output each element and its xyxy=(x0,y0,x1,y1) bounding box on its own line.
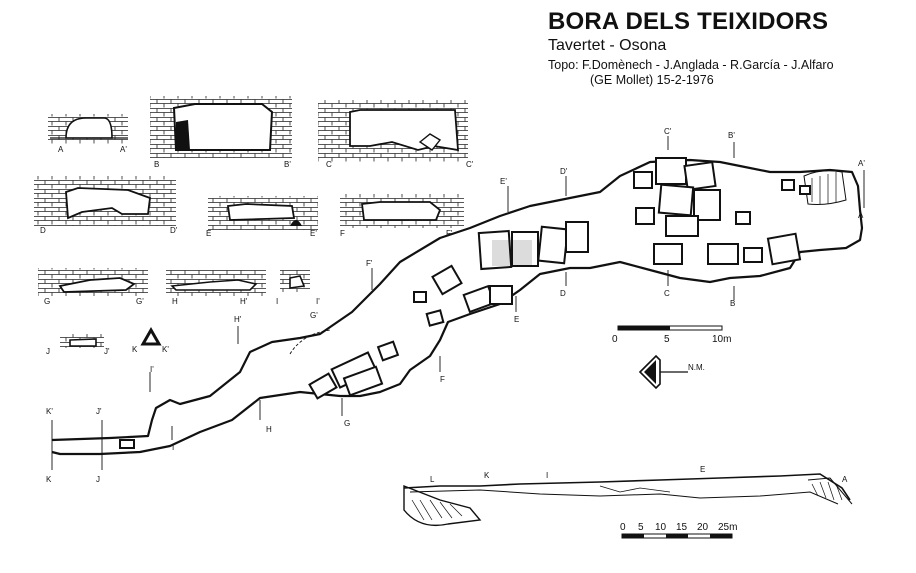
plan-section-lines xyxy=(51,136,865,470)
north-label: N.M. xyxy=(688,363,705,372)
cross-sections: A A' B B' C C' D D' xyxy=(34,96,474,356)
profile-scale-15: 15 xyxy=(676,522,688,533)
profile-e: E xyxy=(700,465,705,474)
plan-j: J xyxy=(96,475,100,484)
plan-g: G xyxy=(344,419,350,428)
plan-h-prime: H' xyxy=(234,315,242,324)
section-e-label: E xyxy=(206,229,211,238)
plan-scale-bar: 0 5 10m xyxy=(612,325,731,345)
section-j-label: J xyxy=(46,347,50,356)
plan-f-prime: F' xyxy=(366,259,373,268)
plan-b-prime: B' xyxy=(728,131,735,140)
cross-section-b: B B' xyxy=(150,96,292,169)
section-c-label: C xyxy=(326,160,332,169)
cross-section-g: G G' xyxy=(38,268,148,306)
map-location: Tavertet - Osona xyxy=(548,37,667,54)
profile-scale-10: 10 xyxy=(655,522,667,533)
plan-b: B xyxy=(730,299,735,308)
profile-scale-0: 0 xyxy=(620,522,626,533)
section-j-prime-label: J' xyxy=(104,347,110,356)
cross-section-k: K K' xyxy=(132,326,169,354)
profile-scale-25m: 25m xyxy=(718,522,737,533)
profile-l: L xyxy=(430,475,435,484)
cross-section-h: H H' xyxy=(166,270,266,306)
plan-f: F xyxy=(440,375,445,384)
plan-e: E xyxy=(514,315,519,324)
cross-section-j: J J' xyxy=(46,334,110,356)
map-title: BORA DELS TEIXIDORS xyxy=(548,8,829,35)
plan-k-prime: K' xyxy=(46,407,53,416)
plan-h: H xyxy=(266,425,272,434)
section-k-label: K xyxy=(132,345,138,354)
section-d-label: D xyxy=(40,226,46,235)
cross-section-a: A A' xyxy=(48,114,128,154)
cross-section-f: F F' xyxy=(340,194,464,238)
section-k-prime-label: K' xyxy=(162,345,169,354)
cross-section-c: C C' xyxy=(318,100,474,169)
section-e-prime-label: E' xyxy=(310,229,317,238)
cross-section-e: E E' xyxy=(206,196,318,238)
section-b-prime-label: B' xyxy=(284,160,291,169)
profile-scale-20: 20 xyxy=(697,522,709,533)
section-a-prime-label: A' xyxy=(120,145,127,154)
section-f-prime-label: F' xyxy=(446,229,453,238)
section-a-label: A xyxy=(58,145,64,154)
section-i-label: I xyxy=(276,297,278,306)
section-h-label: H xyxy=(172,297,178,306)
profile-scale-5: 5 xyxy=(638,522,644,533)
profile-scale-bar: 0 5 10 15 20 25m xyxy=(620,522,737,539)
plan-j-prime: J' xyxy=(96,407,102,416)
profile-view: L K I E A xyxy=(403,465,853,527)
profile-k: K xyxy=(484,471,490,480)
plan-i-prime: I' xyxy=(150,365,154,374)
plan-section-labels: A' A B' B C' C D' D E' E F' F G' G H' H … xyxy=(46,127,865,484)
plan-e-prime: E' xyxy=(500,177,507,186)
cross-section-d: D D' xyxy=(34,176,178,235)
plan-scale-0: 0 xyxy=(612,334,618,345)
section-b-label: B xyxy=(154,160,159,169)
section-i-prime-label: I' xyxy=(316,297,320,306)
cave-outline xyxy=(51,158,864,456)
plan-scale-5: 5 xyxy=(664,334,670,345)
plan-k: K xyxy=(46,475,52,484)
survey-group-date: (GE Mollet) 15-2-1976 xyxy=(590,73,714,87)
title-block: BORA DELS TEIXIDORS Tavertet - Osona Top… xyxy=(548,8,834,88)
section-g-prime-label: G' xyxy=(136,297,144,306)
plan-scale-10m: 10m xyxy=(712,334,731,345)
section-f-label: F xyxy=(340,229,345,238)
plan-a: A xyxy=(858,211,864,220)
plan-c: C xyxy=(664,289,670,298)
profile-a: A xyxy=(842,475,848,484)
section-h-prime-label: H' xyxy=(240,297,248,306)
section-d-prime-label: D' xyxy=(170,226,178,235)
boulders xyxy=(119,157,811,449)
plan-a-prime: A' xyxy=(858,159,865,168)
profile-labels: L K I E A xyxy=(430,465,848,484)
north-arrow: N.M. xyxy=(638,354,705,390)
plan-g-prime: G' xyxy=(310,311,318,320)
plan-c-prime: C' xyxy=(664,127,672,136)
plan-d-prime: D' xyxy=(560,167,568,176)
plan-i: I xyxy=(172,443,174,452)
cross-section-i: I I' xyxy=(276,270,320,306)
plan-d: D xyxy=(560,289,566,298)
cave-plan: A' A B' B C' C D' D E' E F' F G' G H' H … xyxy=(46,127,865,484)
section-c-prime-label: C' xyxy=(466,160,474,169)
profile-i: I xyxy=(546,471,548,480)
section-g-label: G xyxy=(44,297,50,306)
survey-authors: Topo: F.Domènech - J.Anglada - R.García … xyxy=(548,58,834,72)
